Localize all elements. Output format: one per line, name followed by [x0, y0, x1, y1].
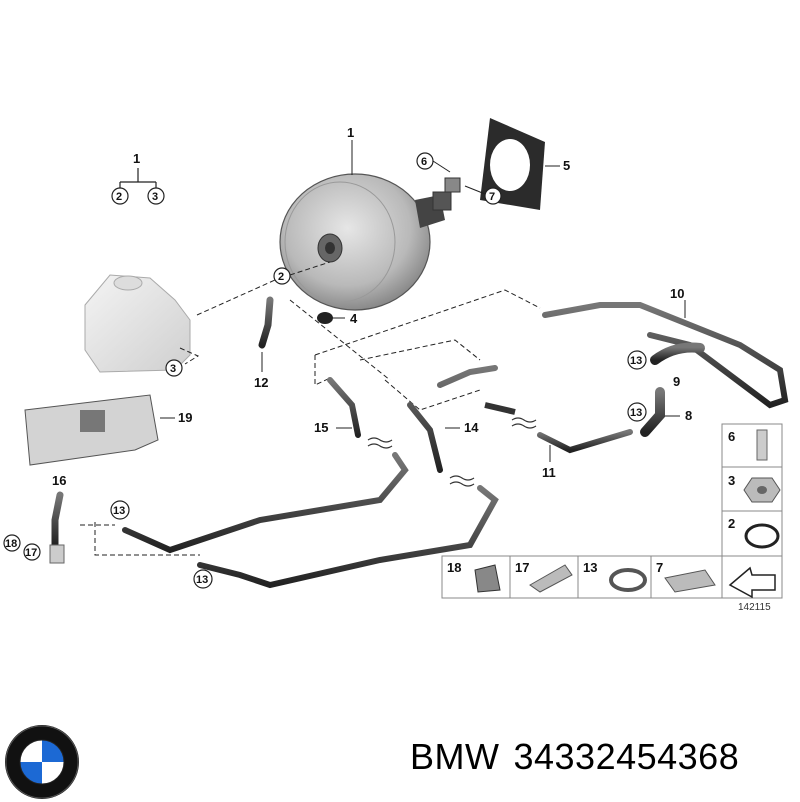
cover-19: [24, 394, 175, 466]
label-6: 6: [421, 156, 427, 168]
label-2: 2: [278, 271, 284, 283]
fluid-reservoir: [84, 274, 191, 373]
tree-label-3: 3: [152, 191, 158, 203]
hose-10: [542, 302, 789, 409]
hose-14: [407, 365, 498, 473]
valve-17: [49, 544, 65, 564]
label-16: 16: [52, 473, 66, 488]
label-11: 11: [542, 465, 556, 480]
bottom-part-18: 18: [447, 560, 461, 575]
label-3: 3: [170, 363, 176, 375]
side-part-2: 2: [728, 516, 735, 531]
bottom-part-7: 7: [656, 560, 663, 575]
label-14: 14: [464, 420, 479, 435]
tree-label-1: 1: [133, 151, 140, 166]
bottom-part-13: 13: [583, 560, 597, 575]
label-9: 9: [673, 374, 680, 389]
diagram-number: 142115: [738, 602, 771, 613]
label-13-c: 13: [113, 505, 125, 517]
hose-11: [537, 429, 633, 454]
bmw-logo: [5, 725, 79, 799]
hose-16: [51, 491, 64, 549]
label-10: 10: [670, 286, 684, 301]
bottom-part-17: 17: [515, 560, 529, 575]
label-17: 17: [25, 547, 37, 559]
hose-15: [327, 377, 361, 438]
tree-label-2: 2: [116, 191, 122, 203]
side-parts-panel: 6 3 2: [721, 423, 783, 557]
brand-part-title: BMW 34332454368: [410, 736, 753, 778]
brake-booster: [279, 140, 461, 311]
label-18: 18: [5, 538, 17, 550]
label-5: 5: [563, 158, 570, 173]
side-part-6: 6: [728, 429, 735, 444]
hose-8: [640, 387, 665, 437]
assembly-lines: [80, 261, 541, 556]
lower-hose-lower: [197, 485, 499, 589]
label-1: 1: [347, 125, 354, 140]
hose-9: [650, 342, 705, 365]
break-marks: [367, 417, 537, 487]
lower-hose-upper: [122, 452, 409, 554]
arrow-icon: [728, 566, 776, 599]
brand-name: BMW: [410, 736, 500, 777]
bottom-parts-panel: 18 17 13 7: [441, 555, 783, 599]
label-7: 7: [489, 191, 495, 203]
label-13-b: 13: [630, 407, 642, 419]
label-19: 19: [178, 410, 192, 425]
gasket-5: [480, 118, 560, 210]
label-4: 4: [350, 311, 358, 326]
assembly-tree: 1 2 3: [111, 151, 165, 205]
label-12: 12: [254, 375, 268, 390]
part-number: 34332454368: [513, 736, 740, 777]
label-13-a: 13: [630, 355, 642, 367]
label-8: 8: [685, 408, 692, 423]
label-13-d: 13: [196, 574, 208, 586]
hose-12: [258, 296, 274, 349]
label-15: 15: [314, 420, 328, 435]
side-part-3: 3: [728, 473, 735, 488]
